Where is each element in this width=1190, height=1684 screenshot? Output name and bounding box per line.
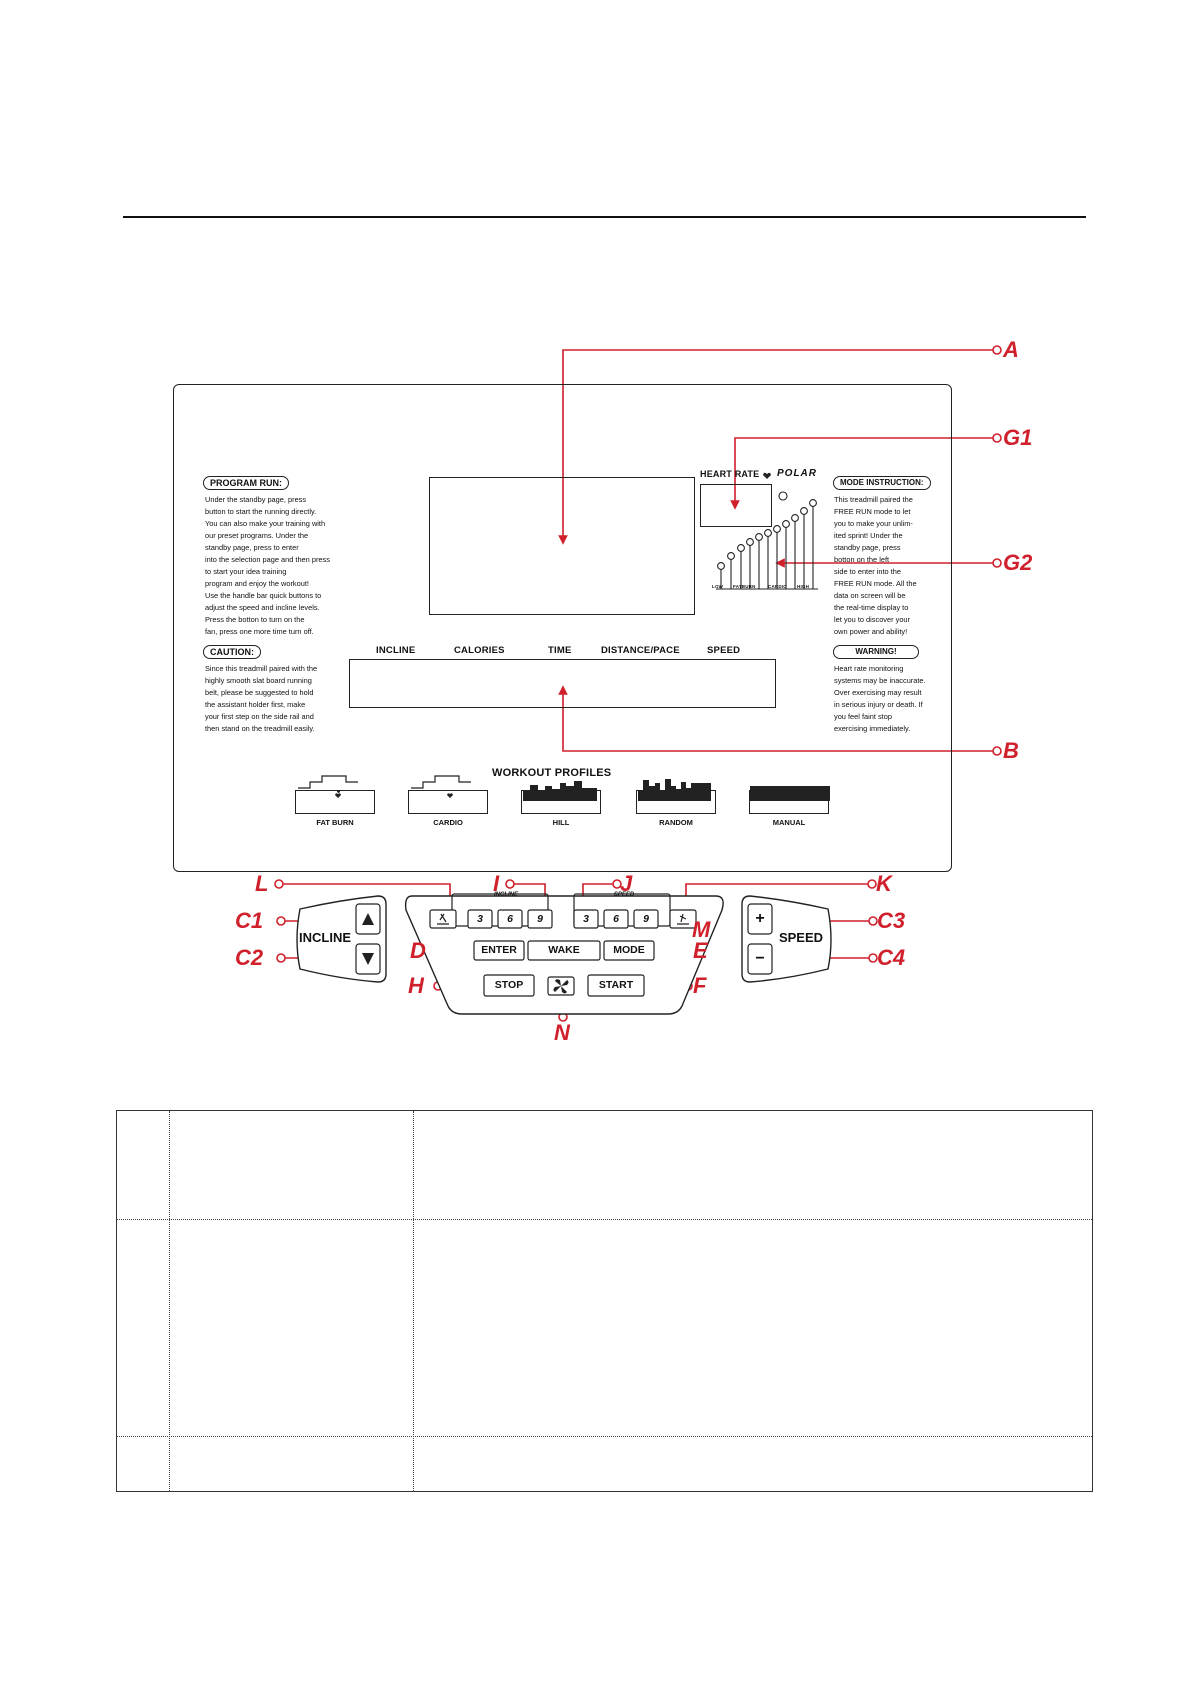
polar-logo: POLAR xyxy=(777,468,817,479)
zone-label-high: HIGH xyxy=(797,584,810,589)
zone-label-low: LOW xyxy=(712,584,724,589)
fan-button[interactable] xyxy=(548,977,574,995)
runner-icon-left xyxy=(437,913,449,925)
callout-n: N xyxy=(554,1020,570,1045)
warning-title: WARNING! xyxy=(833,645,919,659)
table-col-divider-1 xyxy=(169,1111,170,1491)
incline-key-6[interactable]: 6 xyxy=(507,913,513,925)
callout-a: A xyxy=(1003,337,1019,362)
profile-caption-random: RANDOM xyxy=(659,818,693,827)
runner-icon-right xyxy=(677,913,689,925)
table-col-divider-2 xyxy=(413,1111,414,1491)
mode-instruction-text: This treadmill paired the FREE RUN mode … xyxy=(834,495,917,636)
profile-fat-burn[interactable] xyxy=(295,790,375,814)
zone-label-fatburn: FATBURN xyxy=(733,584,756,589)
callout-c2: C2 xyxy=(235,945,264,970)
speed-handle-label: SPEED xyxy=(778,930,824,945)
metric-speed: SPEED xyxy=(707,645,741,656)
description-table xyxy=(116,1110,1093,1492)
callout-c4: C4 xyxy=(877,945,906,970)
free-run-button[interactable] xyxy=(430,910,456,928)
caution-title: CAUTION: xyxy=(203,645,261,659)
table-row-divider-1 xyxy=(117,1219,1092,1220)
callout-f: F xyxy=(693,973,707,998)
callout-h: H xyxy=(408,973,424,998)
metrics-display-window xyxy=(349,659,776,708)
leader-a xyxy=(558,349,997,545)
profile-caption-manual: MANUAL xyxy=(772,818,806,827)
incline-group-label: INCLINE xyxy=(494,892,518,898)
start-button[interactable]: START xyxy=(598,979,634,991)
incline-up-button[interactable] xyxy=(356,904,380,934)
warning-text: Heart rate monitoring systems may be ina… xyxy=(834,664,926,733)
zone-label-cardio: CARDIO xyxy=(768,584,787,589)
heart-rate-label: HEART RATE xyxy=(700,469,760,479)
callout-g1: G1 xyxy=(1003,425,1033,450)
callout-c1: C1 xyxy=(235,908,264,933)
enter-button[interactable]: ENTER xyxy=(481,944,517,956)
speed-group-label: SPEED xyxy=(613,892,635,898)
metric-time: TIME xyxy=(548,645,572,656)
profile-caption-cardio: CARDIO xyxy=(433,818,463,827)
fan-icon xyxy=(553,979,569,994)
incline-handle-label: INCLINE xyxy=(299,930,351,945)
incline-key-3[interactable]: 3 xyxy=(477,913,483,925)
caution-text: Since this treadmill paired with the hig… xyxy=(205,664,318,733)
callout-e: E xyxy=(693,938,708,963)
callout-i: I xyxy=(493,871,500,896)
wake-button[interactable]: WAKE xyxy=(548,944,580,956)
callout-j: J xyxy=(620,871,633,896)
callout-b: B xyxy=(1003,738,1019,763)
leader-b xyxy=(558,685,997,752)
callout-l: L xyxy=(255,871,269,896)
incline-key-9[interactable]: 9 xyxy=(537,913,543,925)
profile-caption-hill: HILL xyxy=(552,818,570,827)
speed-down-button[interactable]: − xyxy=(755,950,765,967)
workout-profiles-title: WORKOUT PROFILES xyxy=(492,767,612,779)
profile-cardio[interactable] xyxy=(408,790,488,814)
leader-g1 xyxy=(730,437,997,510)
incline-down-button[interactable] xyxy=(356,944,380,974)
speed-up-button[interactable]: + xyxy=(755,910,765,927)
heart-rate-window xyxy=(700,484,772,527)
callout-k: K xyxy=(876,871,892,896)
mode-button[interactable]: MODE xyxy=(613,944,645,956)
stop-button[interactable]: STOP xyxy=(494,979,524,991)
header-rule xyxy=(123,216,1086,218)
main-display-window xyxy=(429,477,695,615)
program-run-text: Under the standby page, press button to … xyxy=(205,495,330,636)
profile-caption-fat-burn: FAT BURN xyxy=(316,818,354,827)
callout-d: D xyxy=(410,938,426,963)
speed-key-9[interactable]: 9 xyxy=(643,913,649,925)
callout-g2: G2 xyxy=(1003,550,1033,575)
callout-c3: C3 xyxy=(877,908,906,933)
program-run-title: PROGRAM RUN: xyxy=(203,476,289,490)
profile-manual[interactable] xyxy=(749,790,829,814)
mode-instruction-title: MODE INSTRUCTION: xyxy=(833,476,931,490)
console-panel xyxy=(173,384,952,872)
speed-key-6[interactable]: 6 xyxy=(613,913,619,925)
metric-distance-pace: DISTANCE/PACE xyxy=(601,645,680,656)
metric-incline: INCLINE xyxy=(376,645,416,656)
speed-key-3[interactable]: 3 xyxy=(583,913,589,925)
table-row-divider-2 xyxy=(117,1436,1092,1437)
heart-rate-graph xyxy=(717,491,817,589)
profile-random[interactable] xyxy=(636,790,716,814)
profile-hill[interactable] xyxy=(521,790,601,814)
metric-calories: CALORIES xyxy=(454,645,505,656)
callout-m: M xyxy=(692,917,711,942)
